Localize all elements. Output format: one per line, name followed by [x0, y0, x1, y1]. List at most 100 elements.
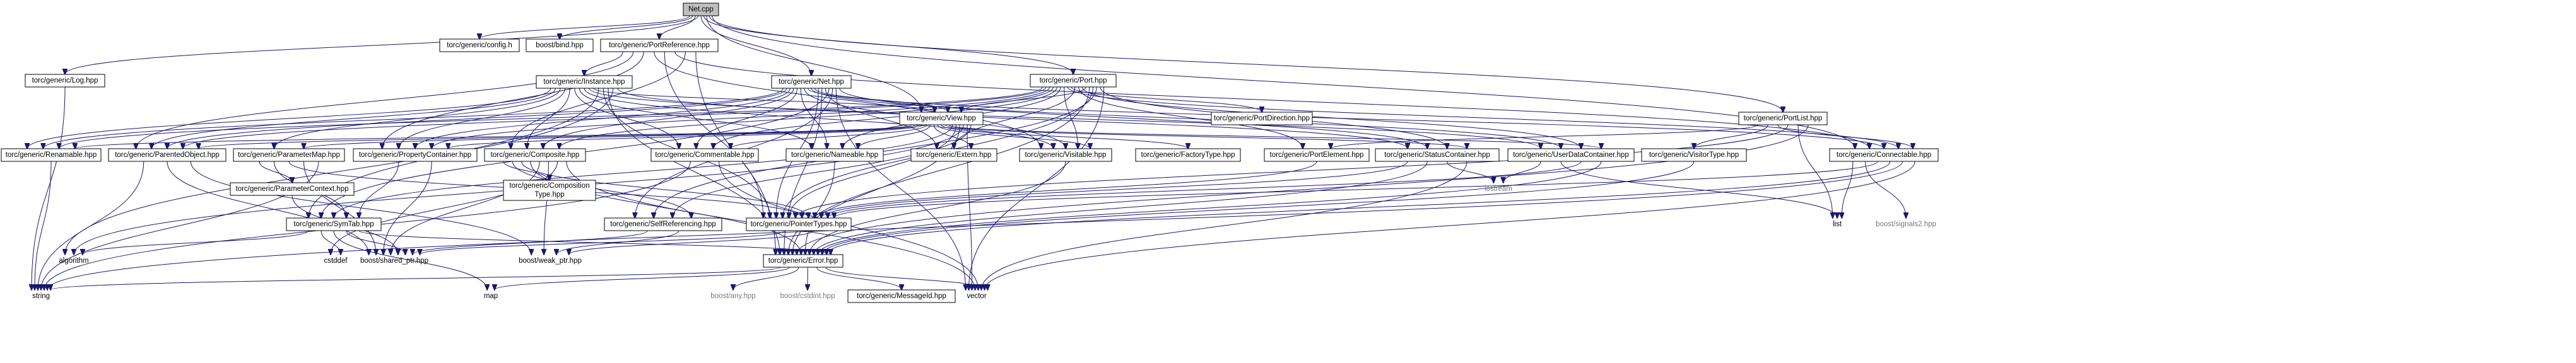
node-visitable[interactable]: torc/generic/Visitable.hpp — [1019, 148, 1112, 162]
edge-visitortype-to-error — [822, 161, 1695, 255]
node-visitortype[interactable]: torc/generic/VisitorType.hpp — [1641, 148, 1747, 162]
node-statuscontainer[interactable]: torc/generic/StatusContainer.hpp — [1375, 148, 1500, 162]
edge-userdatacontainer-to-pointertypes — [828, 161, 1582, 218]
edge-selfreferencing-to-weak_ptr — [556, 230, 679, 255]
node-nameable[interactable]: torc/generic/Nameable.hpp — [785, 148, 884, 162]
edge-net_cpp-to-config_h — [479, 15, 690, 39]
node-composite[interactable]: torc/generic/Composite.hpp — [484, 148, 586, 162]
node-net-cpp[interactable]: Net.cpp — [683, 3, 719, 16]
edge-composite-to-compositiontype_1 — [503, 161, 550, 180]
node-messageid[interactable]: torc/generic/MessageId.hpp — [847, 289, 956, 303]
node-label: torc/generic/Port.hpp — [1040, 77, 1107, 84]
node-label: torc/generic/Error.hpp — [768, 257, 838, 265]
node-label: torc/generic/Nameable.hpp — [791, 151, 878, 159]
edge-symtab-to-shared_ptr — [346, 230, 405, 255]
edge-net_cpp-to-portlist — [709, 15, 1783, 112]
node-parametercontext[interactable]: torc/generic/ParameterContext.hpp — [230, 182, 355, 196]
node-label: boost/weak_ptr.hpp — [519, 257, 582, 265]
node-userdatacontainer[interactable]: torc/generic/UserDataContainer.hpp — [1507, 148, 1635, 162]
edge-portreference-to-connectable — [674, 51, 1869, 149]
node-label: string — [32, 292, 50, 300]
edge-port-to-renamable — [59, 86, 1043, 149]
edge-error-to-vector — [825, 267, 987, 290]
edge-port-to-view — [962, 86, 1086, 112]
edge-view-to-renamable — [75, 124, 912, 149]
node-portreference[interactable]: torc/generic/PortReference.hpp — [600, 38, 719, 52]
node-label: torc/generic/Net.hpp — [779, 78, 844, 86]
node-compositiontype[interactable]: torc/generic/Composition Type.hpp — [503, 180, 596, 201]
node-parentedobject[interactable]: torc/generic/ParentedObject.hpp — [108, 148, 226, 162]
edge-error-to-map — [495, 267, 790, 290]
node-any[interactable]: boost/any.hpp — [700, 290, 766, 302]
edge-view-to-pointertypes — [789, 124, 956, 218]
edge-statuscontainer-to-iostream — [1447, 161, 1494, 183]
node-extern[interactable]: torc/generic/Extern.hpp — [910, 148, 997, 162]
edge-nameable-to-error — [805, 161, 835, 255]
node-string[interactable]: string — [25, 290, 57, 302]
node-port[interactable]: torc/generic/Port.hpp — [1030, 74, 1117, 88]
node-factorytype[interactable]: torc/generic/FactoryType.hpp — [1135, 148, 1241, 162]
node-propertycontainer[interactable]: torc/generic/PropertyContainer.hpp — [353, 148, 478, 162]
node-vector[interactable]: vector — [959, 290, 994, 302]
edge-selfreferencing-to-shared_ptr — [413, 230, 648, 255]
node-connectable[interactable]: torc/generic/Connectable.hpp — [1829, 148, 1939, 162]
node-portlist[interactable]: torc/generic/PortList.hpp — [1738, 112, 1828, 125]
edge-userdatacontainer-to-error — [818, 161, 1602, 255]
edge-view-to-nameable — [858, 124, 931, 149]
edge-composite-to-selfreferencing — [512, 161, 691, 218]
node-parametermap[interactable]: torc/generic/ParameterMap.hpp — [233, 148, 345, 162]
edge-net_hpp-to-renamable — [43, 88, 784, 149]
node-log[interactable]: torc/generic/Log.hpp — [25, 74, 105, 88]
edge-port-to-parentedobject — [183, 86, 1047, 149]
node-renamable[interactable]: torc/generic/Renamable.hpp — [1, 148, 102, 162]
edge-pointertypes-to-shared_ptr — [420, 230, 785, 255]
node-instance[interactable]: torc/generic/Instance.hpp — [536, 75, 633, 89]
node-signals2[interactable]: boost/signals2.hpp — [1866, 218, 1946, 231]
edge-port-to-portdirection — [1071, 86, 1262, 112]
edge-statuscontainer-to-vector — [981, 161, 1467, 290]
node-shared-ptr[interactable]: boost/shared_ptr.hpp — [353, 255, 435, 267]
node-config-h[interactable]: torc/generic/config.h — [439, 38, 520, 52]
node-label: torc/generic/VisitorType.hpp — [1649, 151, 1739, 159]
edge-error-to-any — [733, 267, 799, 290]
edge-visitable-to-error — [809, 161, 1066, 255]
node-list[interactable]: list — [1826, 218, 1849, 231]
node-label: boost/bind.hpp — [536, 42, 583, 49]
edge-symtab-to-algorithm — [83, 230, 309, 255]
node-pointertypes[interactable]: torc/generic/PointerTypes.hpp — [746, 217, 852, 231]
edge-instance-to-commentable — [574, 88, 679, 149]
edge-connectable-to-vector — [984, 161, 1915, 290]
node-portelement[interactable]: torc/generic/PortElement.hpp — [1264, 148, 1370, 162]
edge-symtab-to-cstddef — [321, 230, 341, 255]
node-error[interactable]: torc/generic/Error.hpp — [763, 254, 844, 268]
node-label: torc/generic/Visitable.hpp — [1025, 151, 1107, 159]
edge-error-to-messageid — [816, 267, 902, 290]
node-map[interactable]: map — [477, 290, 505, 302]
node-cstdint[interactable]: boost/cstdint.hpp — [772, 290, 843, 302]
node-view[interactable]: torc/generic/View.hpp — [899, 112, 984, 125]
node-selfreferencing[interactable]: torc/generic/SelfReferencing.hpp — [604, 217, 722, 231]
node-cstddef[interactable]: cstddef — [317, 255, 355, 267]
edge-net_cpp-to-log — [65, 15, 699, 74]
node-portdirection[interactable]: torc/generic/PortDirection.hpp — [1211, 112, 1313, 125]
edge-portelement-to-pointertypes — [815, 161, 1317, 218]
node-net-hpp[interactable]: torc/generic/Net.hpp — [771, 75, 852, 89]
node-label: torc/generic/FactoryType.hpp — [1141, 151, 1235, 159]
edge-statuscontainer-to-pointertypes — [821, 161, 1408, 218]
edge-view-to-parentedobject — [199, 124, 916, 149]
node-boost-bind[interactable]: boost/bind.hpp — [526, 38, 594, 52]
node-iostream[interactable]: iostream — [1480, 183, 1517, 195]
edge-connectable-to-error — [826, 161, 1891, 255]
node-algorithm[interactable]: algorithm — [52, 255, 96, 267]
edge-port-to-commentable — [714, 86, 1057, 149]
edge-instance-to-parentedobject — [151, 88, 556, 149]
node-weak-ptr[interactable]: boost/weak_ptr.hpp — [511, 255, 589, 267]
node-symtab[interactable]: torc/generic/SymTab.hpp — [286, 217, 382, 231]
edge-instance-to-nameable — [579, 88, 811, 149]
node-label: cstddef — [324, 257, 348, 265]
edge-net_hpp-to-vector — [835, 88, 965, 290]
edge-net_cpp-to-portreference — [659, 15, 696, 39]
node-commentable[interactable]: torc/generic/Commentable.hpp — [650, 148, 759, 162]
node-label: torc/generic/PointerTypes.hpp — [751, 221, 847, 228]
